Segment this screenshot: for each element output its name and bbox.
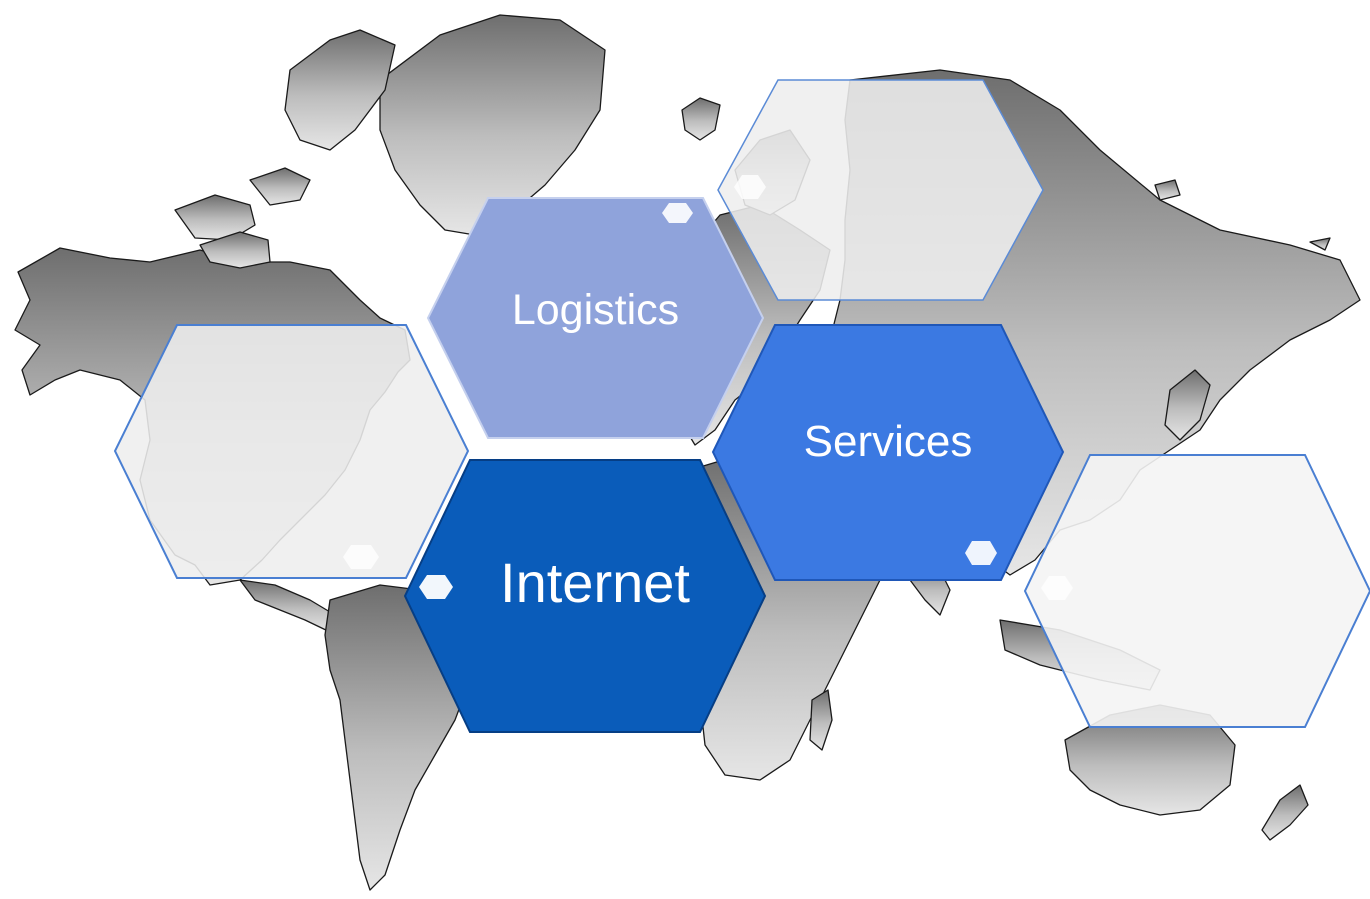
- hexagon-corner-decoration-icon: [965, 541, 997, 565]
- hexagon-blank-top-right: [717, 79, 1044, 301]
- hexagon-blank-right: [1023, 454, 1370, 728]
- hexagon-corner-decoration-icon: [343, 545, 379, 569]
- hexagon-corner-decoration-icon: [1041, 576, 1073, 600]
- greenland-landmass: [379, 14, 606, 236]
- hexagon-services: Services: [711, 324, 1065, 581]
- hexagon-internet-label: Internet: [500, 551, 690, 614]
- hexagon-logistics-label: Logistics: [511, 286, 680, 334]
- hexagon-corner-decoration-icon: [734, 175, 766, 199]
- hexagon-internet: Internet: [403, 459, 767, 733]
- arctic-islands: [284, 29, 396, 151]
- hexagon-corner-decoration-icon: [419, 575, 453, 599]
- hexagon-logistics: Logistics: [426, 197, 765, 439]
- hexagon-blank-left: [113, 324, 470, 579]
- hexagon-corner-decoration-icon: [662, 203, 693, 223]
- hexagon-services-label: Services: [803, 417, 973, 466]
